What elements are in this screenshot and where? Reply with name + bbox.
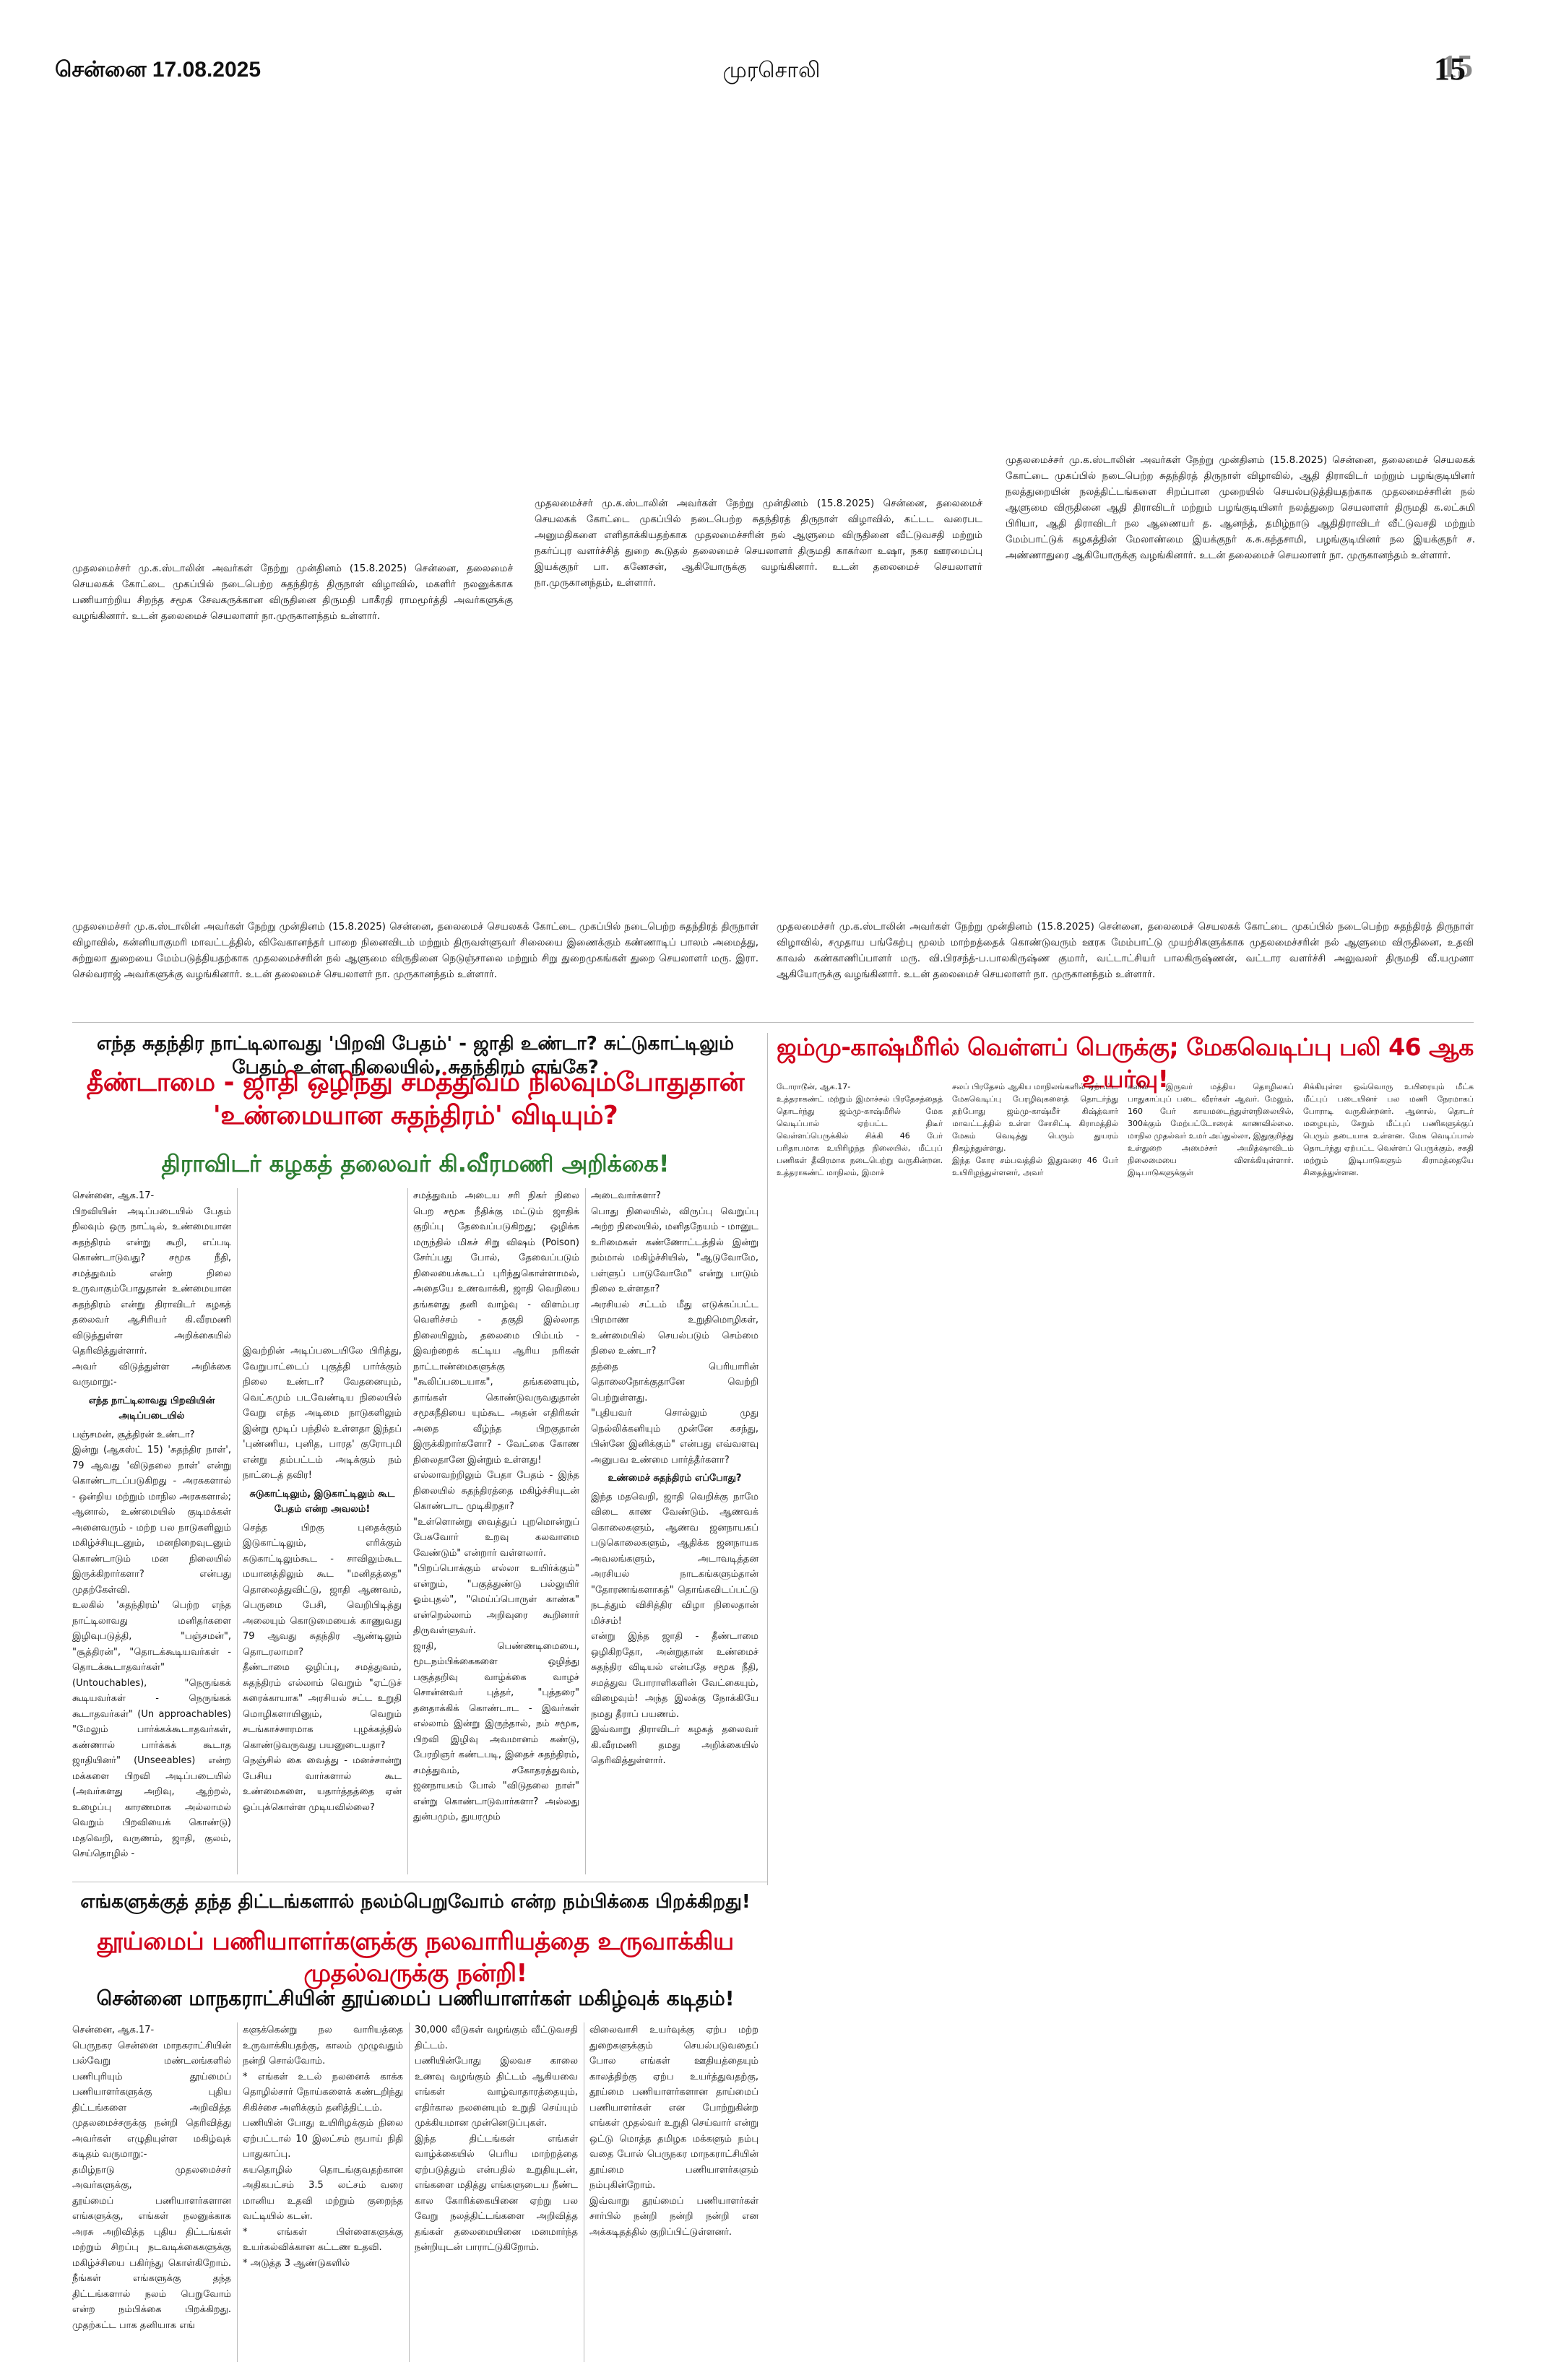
page-number-text: 15 bbox=[1434, 51, 1466, 87]
article3-headline-text: தூய்மைப் பணியாளர்களுக்கு நலவாரியத்தை உரு… bbox=[97, 1927, 734, 1988]
article3-headline: தூய்மைப் பணியாளர்களுக்கு நலவாரியத்தை உரு… bbox=[72, 1927, 758, 1991]
article3-column-4: விலைவாசி உயர்வுக்கு ஏற்ப மற்ற துறைகளுக்க… bbox=[589, 2022, 758, 2242]
article1-subhead: திராவிடர் கழகத் தலைவர் கி.வீரமணி அறிக்கை… bbox=[72, 1150, 758, 1180]
article2-column-2: சலப் பிரதேசம் ஆகிய மாநிலங்களில் ஏற்பட்ட … bbox=[952, 1081, 1118, 1181]
article3-kicker-text: எங்களுக்குத் தந்த திட்டங்களால் நலம்பெறுவ… bbox=[80, 1891, 751, 1913]
article2-headline-text: ஜம்மு-காஷ்மீரில் வெள்ளப் பெருக்கு; மேகவெ… bbox=[777, 1033, 1474, 1093]
article1-col1-subheading: எந்த நாட்டிலாவது பிறவியின் அடிப்படையில் bbox=[88, 1395, 215, 1422]
article1-col4-body: இந்த மதவெறி, ஜாதி வெறிக்கு நாமே விடை காண… bbox=[591, 1491, 758, 1767]
article1-col4-subheading: உண்மைச் சுதந்திரம் எப்போது? bbox=[608, 1473, 742, 1484]
photo-caption-4: முதலமைச்சர் மு.க.ஸ்டாலின் அவர்கள் நேற்று… bbox=[72, 921, 758, 980]
article1-headline: தீண்டாமை - ஜாதி ஒழிந்து சமத்துவம் நிலவும… bbox=[72, 1068, 758, 1134]
issue-date: சென்னை 17.08.2025 bbox=[55, 58, 262, 82]
article3-col2-body: களுக்கென்று நல வாரியத்தை உருவாக்கியதற்கு… bbox=[243, 2025, 403, 2269]
article1-column-3: சமத்துவம் அடைய சரி நிகர் நிலை பெற சமூக ந… bbox=[413, 1188, 579, 1827]
article3-col3-body: 30,000 வீடுகள் வழங்கும் வீட்டுவசதி திட்ட… bbox=[415, 2025, 578, 2253]
article1-kicker-text: எந்த சுதந்திர நாட்டிலாவது 'பிறவி பேதம்' … bbox=[96, 1033, 735, 1078]
article2-headline: ஜம்மு-காஷ்மீரில் வெள்ளப் பெருக்கு; மேகவெ… bbox=[777, 1033, 1474, 1096]
article1-column-1: சென்னை, ஆக.17- பிறவியின் அடிப்படையில் பே… bbox=[72, 1188, 231, 1864]
photo-area-1 bbox=[72, 130, 513, 556]
article1-col1-body: பஞ்சமன், சூத்திரன் உண்டா? இன்று (ஆகஸ்ட் … bbox=[72, 1429, 231, 1860]
article1-subhead-text: திராவிடர் கழகத் தலைவர் கி.வீரமணி அறிக்கை… bbox=[161, 1150, 670, 1177]
article3-col4-body: விலைவாசி உயர்வுக்கு ஏற்ப மற்ற துறைகளுக்க… bbox=[589, 2025, 758, 2238]
column-rule bbox=[409, 2022, 410, 2362]
photo-caption-5: முதலமைச்சர் மு.க.ஸ்டாலின் அவர்கள் நேற்று… bbox=[777, 921, 1474, 980]
newspaper-name: முரசொலி bbox=[722, 58, 821, 83]
article1-headline-text: தீண்டாமை - ஜாதி ஒழிந்து சமத்துவம் நிலவும… bbox=[86, 1068, 745, 1130]
article2-col3-body: களில் இருவர் மத்திய தொழிலகப் பாதுகாப்புப… bbox=[1128, 1082, 1294, 1177]
article1-column-2: இவற்றின் அடிப்படையிலே பிரித்து, வேறுபாட்… bbox=[243, 1343, 402, 1817]
article1-col2-subheading: சுடுகாட்டிலும், இடுகாட்டிலும் கூட பேதம் … bbox=[249, 1488, 395, 1515]
article2-column-1: டோராடூன், ஆக.17- உத்தராகண்ட் மற்றும் இமா… bbox=[777, 1081, 943, 1181]
photo-area-2 bbox=[535, 130, 982, 491]
masthead: சென்னை 17.08.2025 முரசொலி 15 15 bbox=[0, 0, 1543, 94]
page-number: 15 15 bbox=[1434, 48, 1473, 87]
article3-column-1: சென்னை, ஆக.17- பெருநகர சென்னை மாநகராட்சி… bbox=[72, 2022, 231, 2335]
column-rule bbox=[237, 2022, 238, 2362]
column-rule bbox=[237, 1188, 238, 1874]
article2-col4-body: சிக்கியுள்ள ஒவ்வொரு உயிரையும் மீட்க மீட்… bbox=[1303, 1082, 1474, 1177]
column-rule bbox=[407, 1188, 408, 1874]
article3-subhead-text: சென்னை மாநகராட்சியின் தூய்மைப் பணியாளர்க… bbox=[96, 1986, 735, 2010]
article3-kicker: எங்களுக்குத் தந்த திட்டங்களால் நலம்பெறுவ… bbox=[72, 1891, 758, 1915]
article2-col2-body: சலப் பிரதேசம் ஆகிய மாநிலங்களில் ஏற்பட்ட … bbox=[952, 1082, 1118, 1177]
article3-column-2: களுக்கென்று நல வாரியத்தை உருவாக்கியதற்கு… bbox=[243, 2022, 403, 2273]
article3-subhead: சென்னை மாநகராட்சியின் தூய்மைப் பணியாளர்க… bbox=[72, 1986, 758, 2013]
article2-column-3: களில் இருவர் மத்திய தொழிலகப் பாதுகாப்புப… bbox=[1128, 1081, 1294, 1181]
photo-caption-3: முதலமைச்சர் மு.க.ஸ்டாலின் அவர்கள் நேற்று… bbox=[1006, 454, 1475, 561]
article1-col1-intro: சென்னை, ஆக.17- பிறவியின் அடிப்படையில் பே… bbox=[72, 1190, 231, 1388]
article-divider bbox=[767, 1033, 768, 1885]
article1-column-4: அடைவார்களா? பொது நிலையில், விருப்பு வெறு… bbox=[591, 1188, 758, 1771]
article2-col1-body: டோராடூன், ஆக.17- உத்தராகண்ட் மற்றும் இமா… bbox=[777, 1082, 943, 1177]
article3-column-3: 30,000 வீடுகள் வழங்கும் வீட்டுவசதி திட்ட… bbox=[415, 2022, 578, 2258]
page-number-shadow: 15 bbox=[1441, 48, 1473, 84]
photo-caption-2: முதலமைச்சர் மு.க.ஸ்டாலின் அவர்கள் நேற்று… bbox=[535, 498, 982, 589]
article1-kicker: எந்த சுதந்திர நாட்டிலாவது 'பிறவி பேதம்' … bbox=[72, 1033, 758, 1081]
article1-col3-body: சமத்துவம் அடைய சரி நிகர் நிலை பெற சமூக ந… bbox=[413, 1190, 579, 1822]
article1-col4-intro: அடைவார்களா? பொது நிலையில், விருப்பு வெறு… bbox=[591, 1190, 758, 1466]
article2-column-4: சிக்கியுள்ள ஒவ்வொரு உயிரையும் மீட்க மீட்… bbox=[1303, 1081, 1474, 1181]
photo-area-3 bbox=[1006, 130, 1475, 448]
article1-col2-body: செத்த பிறகு புதைக்கும் இடுகாட்டிலும், எர… bbox=[243, 1522, 402, 1813]
photo-area-5 bbox=[777, 672, 1474, 910]
section-divider bbox=[72, 1022, 1474, 1023]
article1-col2-intro: இவற்றின் அடிப்படையிலே பிரித்து, வேறுபாட்… bbox=[243, 1346, 402, 1481]
photo-caption-1: முதலமைச்சர் மு.க.ஸ்டாலின் அவர்கள் நேற்று… bbox=[72, 563, 513, 622]
photo-area-4 bbox=[72, 672, 758, 910]
article3-col1-body: சென்னை, ஆக.17- பெருநகர சென்னை மாநகராட்சி… bbox=[72, 2025, 231, 2331]
column-rule bbox=[585, 1188, 586, 1874]
